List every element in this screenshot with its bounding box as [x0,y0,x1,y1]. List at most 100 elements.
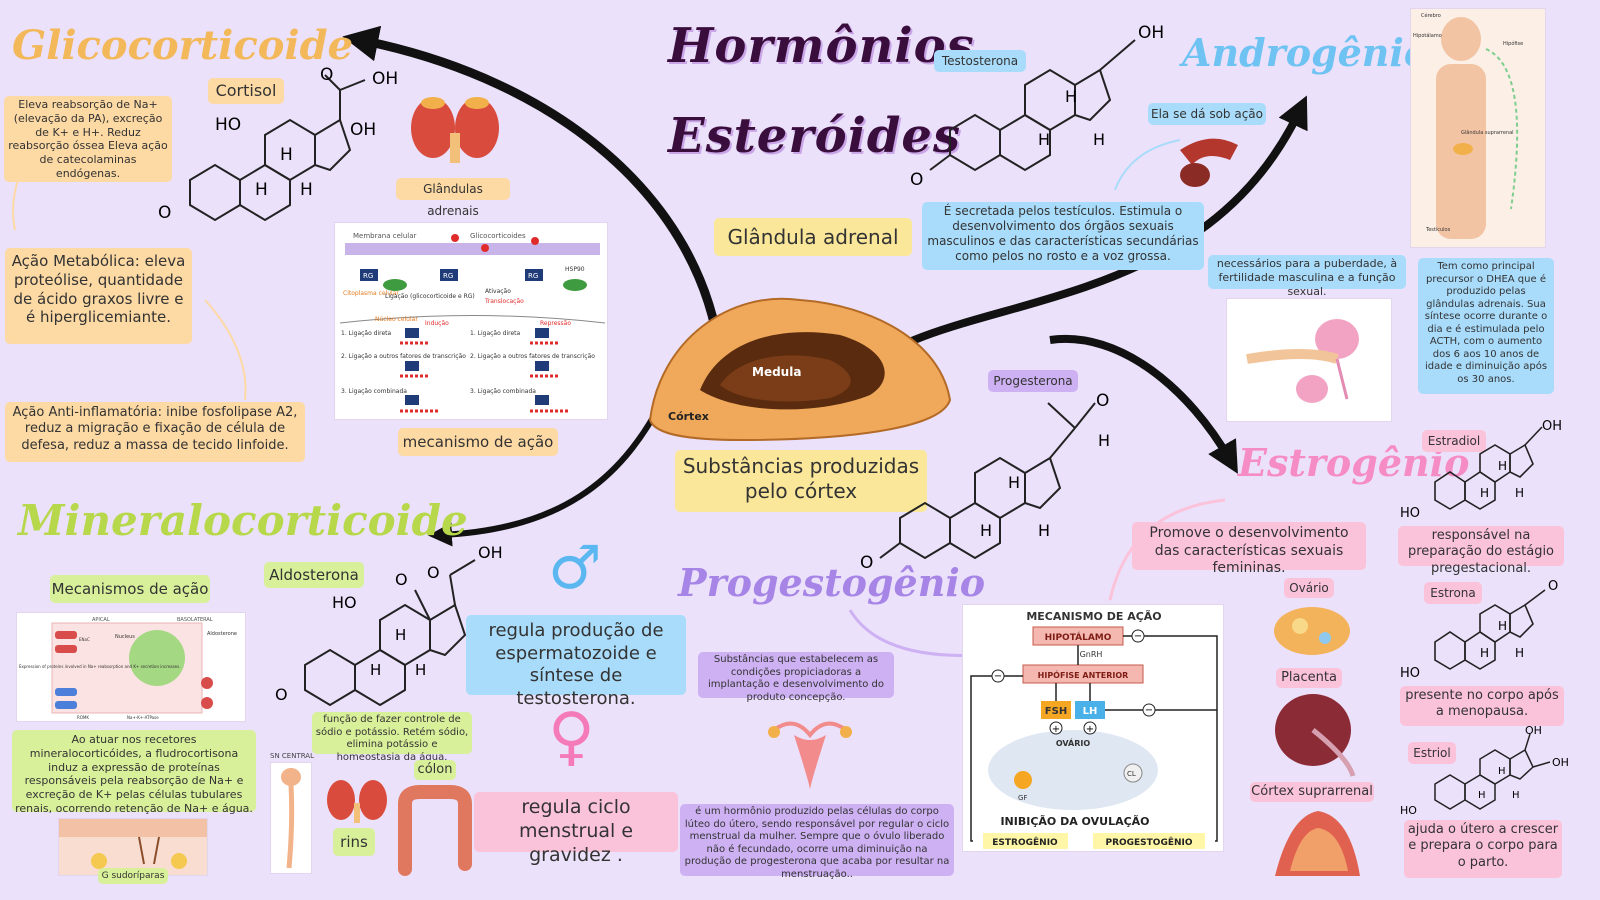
svg-text:Expression of proteins involve: Expression of proteins involved in Na+ r… [19,664,181,669]
estriol-oh-2: OH [1552,756,1569,769]
svg-text:APICAL: APICAL [92,617,110,623]
colon-label: cólon [414,760,456,780]
testo-h-2: H [1038,130,1050,149]
svg-text:HSP90: HSP90 [565,266,585,273]
svg-text:RG: RG [443,272,453,280]
estrona-h-3: H [1515,646,1524,660]
prog-o-2: O [1096,391,1109,411]
svg-text:Testículos: Testículos [1425,226,1451,233]
glico-antiinflam: Ação Anti-inflamatória: inibe fosfolipas… [5,402,305,462]
aldo-ho: HO [332,593,357,612]
testo-h-1: H [1065,87,1077,106]
aldo-o-2: O [395,570,408,589]
under-action-label: Ela se dá sob ação [1148,103,1266,125]
cortisol-ho: HO [215,115,241,135]
svg-text:3. Ligação combinada: 3. Ligação combinada [470,388,536,395]
aldo-h-3: H [415,661,426,679]
adrenal-gland-label: Glândula adrenal [714,218,912,256]
uterus-icon [768,721,852,790]
arrow-to-glico [342,25,725,356]
mechanism-label: mecanismo de ação [398,428,558,456]
estriol-h-1: H [1498,766,1506,777]
estradiol-oh: OH [1542,419,1562,434]
svg-text:Hipotálamo: Hipotálamo [1413,32,1442,39]
kidneys-label: rins [333,828,375,856]
aldo-o-3: O [427,563,440,582]
svg-text:Glicocorticoides: Glicocorticoides [470,232,526,240]
svg-text:RG: RG [363,272,373,280]
prog-h-1: H [1098,431,1110,450]
prog-h-3: H [980,521,992,540]
svg-text:Glândula suprarrenal: Glândula suprarrenal [1461,129,1514,136]
svg-text:INIBIÇÃO DA OVULAÇÃO: INIBIÇÃO DA OVULAÇÃO [1000,815,1149,828]
andro-dhea: Tem como principal precursor o DHEA que … [1418,258,1554,394]
estrona-desc: presente no corpo após a menopausa. [1400,686,1564,726]
estradiol-h-3: H [1515,486,1524,500]
cortisol-o: O [158,203,171,223]
female-text: regula ciclo menstrual e gravidez . [474,792,678,866]
svg-text:−: − [994,671,1002,682]
adrenal-gland-illustration: Medula Córtex [648,297,952,442]
male-symbol-icon: ♂ [548,533,602,603]
svg-text:Membrana celular: Membrana celular [353,232,416,240]
svg-text:Ativação: Ativação [485,288,511,295]
svg-text:CL: CL [1127,770,1136,778]
cortex-substances-label: Substâncias produzidas pelo córtex [675,450,927,512]
testo-o: O [910,170,923,190]
progest-desc: Substâncias que estabelecem as condições… [698,652,894,703]
small-kidneys-icon [327,780,387,823]
arrow-to-estro [1049,334,1238,474]
mineral-function: função de fazer controle de sódio e potá… [312,712,472,763]
arrow-metab-down [204,299,247,401]
cortisol-molecule: O HO OH OH O H H H [158,65,398,223]
estrona-label: Estrona [1424,582,1482,604]
glico-title: Glicocorticoide [12,22,354,69]
svg-text:GnRH: GnRH [1080,650,1103,659]
svg-text:ROMK: ROMK [77,715,89,720]
aldo-oh: OH [478,543,503,562]
testosterone-label: Testosterona [934,50,1026,72]
progest-title: Progestogênio [678,560,986,605]
andro-desc: É secretada pelos testículos. Estimula o… [922,202,1204,270]
spinal-cord-figure [270,762,312,874]
svg-text:2. Ligação a outros fatores de: 2. Ligação a outros fatores de transcriç… [470,353,595,360]
placenta-icon [1275,694,1356,777]
svg-text:1. Ligação direta: 1. Ligação direta [470,330,521,337]
svg-text:+: + [1052,724,1060,735]
cortisol-o-2: O [320,65,333,85]
aldosterone-label: Aldosterona [264,562,364,588]
cortisol-label: Cortisol [208,78,284,104]
svg-text:Repressão: Repressão [540,320,571,327]
glico-metabolic: Ação Metabólica: eleva proteólise, quant… [5,248,192,344]
svg-text:Ligação (glicocorticoide e RG): Ligação (glicocorticoide e RG) [385,293,475,300]
sweat-gland-label: G sudoríparas [98,868,168,884]
aldo-h-1: H [395,626,406,644]
svg-text:FSH: FSH [1045,706,1067,717]
ovary-label: Ovário [1284,578,1334,598]
svg-text:RG: RG [528,272,538,280]
estriol-ho: HO [1400,804,1417,817]
progesterone-label: Progesterona [988,370,1078,392]
body-hormone-figure: Cérebro Hipotálamo Hipófise Glândula sup… [1410,8,1546,248]
estradiol-desc: responsável na preparação do estágio pre… [1398,526,1564,576]
svg-text:HIPÓFISE ANTERIOR: HIPÓFISE ANTERIOR [1038,669,1129,680]
svg-text:Citoplasma celular: Citoplasma celular [343,290,399,297]
aldo-h-2: H [370,661,381,679]
svg-text:ESTROGÊNIO: ESTROGÊNIO [992,836,1058,848]
estrona-molecule: HO O H H H [1400,579,1558,681]
andro-needed: necessários para a puberdade, à fertilid… [1208,255,1406,298]
estriol-label: Estriol [1408,742,1456,764]
cortex-label: Córtex [668,410,709,423]
svg-text:+: + [1086,724,1094,735]
estradiol-molecule: HO OH H H H [1400,419,1562,521]
cortisol-h-2: H [255,180,268,200]
mineral-title: Mineralocorticoide [18,496,468,545]
sn-central-label: SN CENTRAL [270,752,314,760]
svg-text:Cérebro: Cérebro [1421,12,1441,19]
estriol-h-3: H [1512,790,1520,801]
male-organ-icon [1180,138,1238,187]
testosterone-molecule: O OH H H H [910,23,1164,190]
cortisol-h-3: H [300,180,313,200]
adrenal-cortex-label: Córtex suprarrenal [1250,782,1374,802]
progesterone-molecule: O O H H H H [860,391,1110,570]
